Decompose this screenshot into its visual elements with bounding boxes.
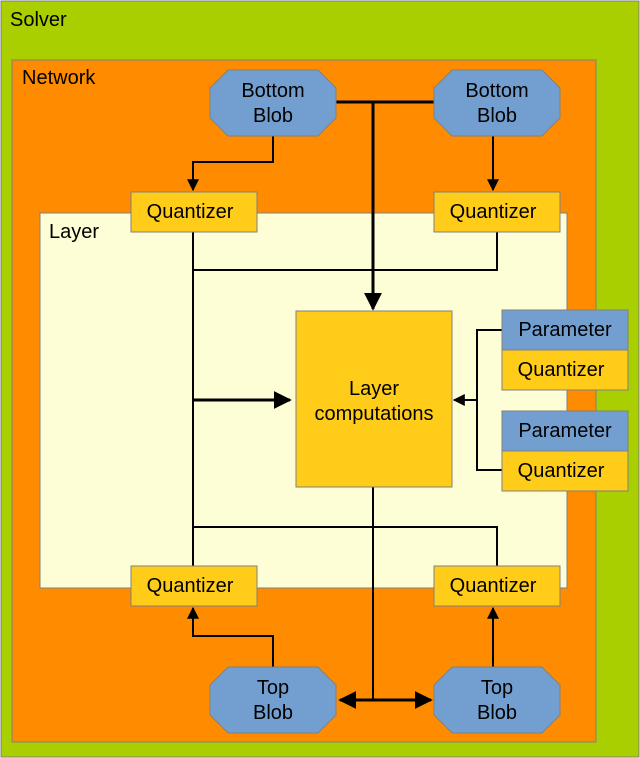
top-blob-left-line2: Blob xyxy=(253,702,293,724)
parameter-1-label: Parameter xyxy=(518,319,612,341)
wire-input-quantizer-right xyxy=(193,232,498,271)
top-blob-left-line1: Top xyxy=(257,677,289,699)
quantizer-output-left: Quantizer xyxy=(130,565,258,607)
top-blob-right-line2: Blob xyxy=(477,702,517,724)
layer-computations-line2: computations xyxy=(315,403,434,425)
bottom-blob-left-line2: Blob xyxy=(253,105,293,127)
parameter-1-quantizer-label: Quantizer xyxy=(518,359,605,381)
bottom-blob-left-line1: Bottom xyxy=(241,80,304,102)
wire-bottom-left-to-quantizer xyxy=(187,136,274,192)
parameter-2-quantizer-label: Quantizer xyxy=(518,460,605,482)
wire-output-bus xyxy=(193,526,498,566)
quantizer-input-right-label: Quantizer xyxy=(450,201,537,223)
quantizer-output-left-label: Quantizer xyxy=(147,575,234,597)
bottom-blob-right: Bottom Blob xyxy=(433,69,561,137)
parameter-1: Parameter Quantizer xyxy=(501,309,629,391)
top-blob-right: Top Blob xyxy=(433,666,561,734)
quantizer-output-right-label: Quantizer xyxy=(450,575,537,597)
top-blob-left: Top Blob xyxy=(209,666,337,734)
bottom-blob-right-line1: Bottom xyxy=(465,80,528,102)
quantizer-input-right: Quantizer xyxy=(433,191,561,233)
wire-top-left-to-quantizer xyxy=(187,606,274,667)
bottom-blob-right-line2: Blob xyxy=(477,105,517,127)
solver-label: Solver xyxy=(10,9,67,31)
bottom-blob-left: Bottom Blob xyxy=(209,69,337,137)
quantizer-output-right: Quantizer xyxy=(433,565,561,607)
parameter-2-label: Parameter xyxy=(518,420,612,442)
layer-label: Layer xyxy=(49,221,99,243)
layer-computations-line1: Layer xyxy=(349,378,399,400)
quantizer-input-left-label: Quantizer xyxy=(147,201,234,223)
top-blob-right-line1: Top xyxy=(481,677,513,699)
network-label: Network xyxy=(22,67,96,89)
layer-computations-box: Layer computations xyxy=(295,310,453,488)
quantizer-input-left: Quantizer xyxy=(130,191,258,233)
parameter-2: Parameter Quantizer xyxy=(501,410,629,492)
